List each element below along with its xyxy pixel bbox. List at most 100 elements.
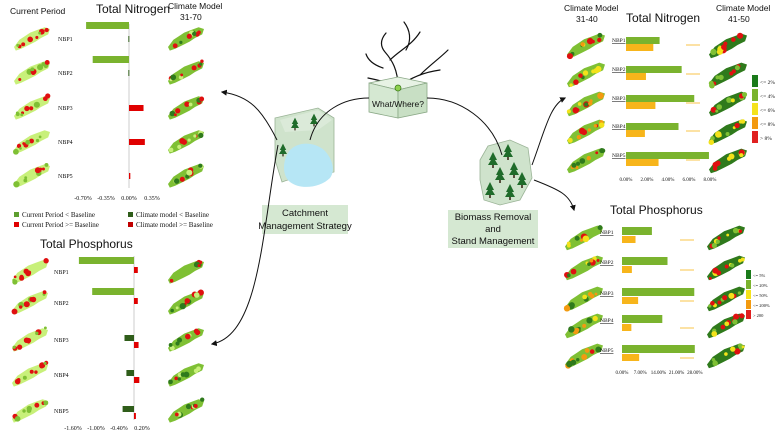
left-p-bar-climate-2 [134,298,138,304]
left-climate-label-2: 31-70 [180,12,202,22]
right-n-map-a-3 [566,91,605,117]
right-nitrogen-maps-b [708,32,748,174]
left-nitrogen-bar-chart [86,22,145,188]
right-n-bar-a-2 [626,66,682,73]
right-p-bar-b-4 [622,324,632,331]
what-where-box: What/Where? [368,76,428,119]
right-p-bar-a-4 [622,315,663,323]
current-period-label: Current Period [10,6,66,16]
right-p-legend-swatch-1 [746,270,751,279]
arrow-to-left-nitrogen [220,89,278,141]
left-p-map-climate-5 [168,397,205,423]
left-n-tick-2: -0.35% [97,196,115,202]
arrow-to-right-phosphorus [533,179,576,212]
right-p-tick-1: 0.00% [616,371,629,376]
right-p-map-a-1 [565,225,603,251]
left-p-bar-climate-1 [134,267,138,273]
right-n-map-a-1 [566,32,605,60]
right-n-bar-b-1 [626,44,654,51]
right-n-map-a-4 [567,119,605,145]
right-n-bar-a-4 [626,123,679,130]
right-n-legend-swatch-2 [752,89,758,101]
legend-label-climate-below: Climate model < Baseline [136,211,209,219]
connector-arrows [210,89,576,347]
left-nitrogen-title: Total Nitrogen [96,2,170,16]
legend-swatch-climate-above [128,222,133,227]
right-p-scenario-3: NBP3 [600,291,614,297]
catchment-tree-2 [310,113,318,127]
left-p-bar-climate-4 [126,370,134,376]
legend-swatch-current-below [14,212,19,217]
left-p-bar-climate-3 [124,335,134,341]
right-p-legend-swatch-3 [746,290,751,299]
forest-tree-icons [485,144,527,200]
left-n-bar-current-1 [86,22,129,29]
right-n-legend-swatch-1 [752,75,758,87]
right-phosphorus-axis-ticks: 0.00%7.00%14.00%21.00%28.00% [616,371,703,376]
left-legend: Current Period < Baseline Current Period… [14,211,213,229]
left-n-scenario-3: NBP3 [58,106,73,112]
forest-tree-2 [503,144,513,160]
river-network-icon [365,21,449,88]
right-nitrogen-legend: <= 2%<= 4%<= 6%<= 8%> 8% [752,75,775,143]
left-n-map-climate-3 [168,96,205,120]
right-n-legend-swatch-4 [752,117,758,129]
catchment-label-line1: Catchment [282,208,328,219]
line-cube-to-catchment [309,97,370,141]
legend-swatch-climate-below [128,212,133,217]
right-p-map-b-2 [707,255,745,281]
left-n-map-climate-2 [168,59,204,85]
left-p-scenario-1: NBP1 [54,270,69,276]
line-cube-to-forest [426,97,503,156]
right-n-tick-3: 4.00% [662,178,675,183]
left-n-tick-4: 0.35% [144,196,160,202]
left-p-map-climate-2 [168,289,204,315]
left-n-scenario-5: NBP5 [58,174,73,180]
right-n-scenario-3: NBP3 [612,96,626,102]
left-p-bar-climate-pos-5 [134,413,136,419]
right-p-tick-2: 7.00% [634,371,647,376]
catchment-tree-icons [279,113,318,157]
right-n-tick-2: 2.00% [641,178,654,183]
forest-tree-7 [517,172,527,188]
left-n-bar-climate-1 [128,36,130,42]
right-p-legend-swatch-2 [746,280,751,289]
biomass-label-line1: Biomass Removal [455,212,532,223]
left-p-map-current-5 [11,399,49,423]
right-n-tick-4: 6.00% [683,178,696,183]
legend-label-current-below: Current Period < Baseline [22,211,95,219]
right-n-bar-b-2 [626,73,646,80]
left-n-map-current-2 [13,60,50,85]
right-p-scenario-1: NBP1 [600,230,614,236]
right-p-scenario-5: NBP5 [600,348,614,354]
legend-label-climate-above: Climate model >= Baseline [136,221,213,229]
arrow-to-left-phosphorus [210,144,279,347]
biomass-label-line2: and [485,224,501,235]
right-n-bar-b-5 [626,159,659,166]
left-p-scenario-2: NBP2 [54,301,69,307]
right-n-map-a-5 [567,148,606,174]
left-n-map-climate-1 [168,27,204,51]
catchment-tree-1 [291,117,299,131]
left-phosphorus-title: Total Phosphorus [40,237,133,251]
right-p-map-a-2 [564,255,603,281]
what-where-label: What/Where? [372,99,424,109]
left-n-scenario-2: NBP2 [58,71,73,77]
right-p-tick-3: 14.00% [651,371,666,376]
left-p-bar-current-1 [78,257,134,264]
right-n-bar-a-5 [626,152,709,159]
forest-tree-4 [509,162,519,178]
right-phosphorus-maps-b [707,225,745,369]
right-n-scenario-5: NBP5 [612,153,626,159]
forest-tree-6 [505,184,515,200]
right-climate-a-label-1: Climate Model [564,3,618,13]
left-n-bar-climate-5 [129,173,131,179]
right-nitrogen-maps-a [566,32,606,174]
legend-label-current-above: Current Period >= Baseline [22,221,99,229]
left-n-bar-climate-3 [129,105,144,111]
right-n-legend-swatch-5 [752,131,758,143]
left-p-scenario-3: NBP3 [54,338,69,344]
left-phosphorus-current-maps [11,258,49,423]
